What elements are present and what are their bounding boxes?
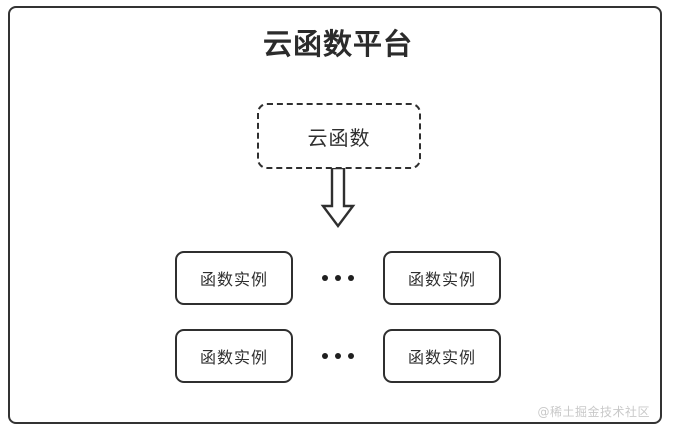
function-instance-row: 函数实例 函数实例 (0, 251, 676, 305)
page-title: 云函数平台 (262, 27, 413, 61)
function-instance-label: 函数实例 (407, 270, 476, 289)
ellipsis-dot (348, 353, 354, 359)
cloud-function-label: 云函数 (307, 125, 371, 150)
function-instance-box: 函数实例 (175, 329, 293, 383)
function-instance-box: 函数实例 (383, 251, 501, 305)
function-instance-label: 函数实例 (407, 348, 476, 367)
ellipsis-dot (335, 275, 341, 281)
cloud-function-node: 云函数 (257, 103, 421, 169)
ellipsis-dot (322, 353, 328, 359)
ellipsis-dot (322, 275, 328, 281)
ellipsis-dot (348, 275, 354, 281)
function-instance-label: 函数实例 (199, 348, 268, 367)
function-instance-label: 函数实例 (199, 270, 268, 289)
function-instance-row: 函数实例 函数实例 (0, 329, 676, 383)
watermark: @稀土掘金技术社区 (537, 405, 650, 419)
row-ellipsis-icon (293, 329, 383, 383)
function-instance-box: 函数实例 (175, 251, 293, 305)
row-ellipsis-icon (293, 251, 383, 305)
ellipsis-dot (335, 353, 341, 359)
function-instance-box: 函数实例 (383, 329, 501, 383)
down-arrow-icon (320, 166, 356, 230)
